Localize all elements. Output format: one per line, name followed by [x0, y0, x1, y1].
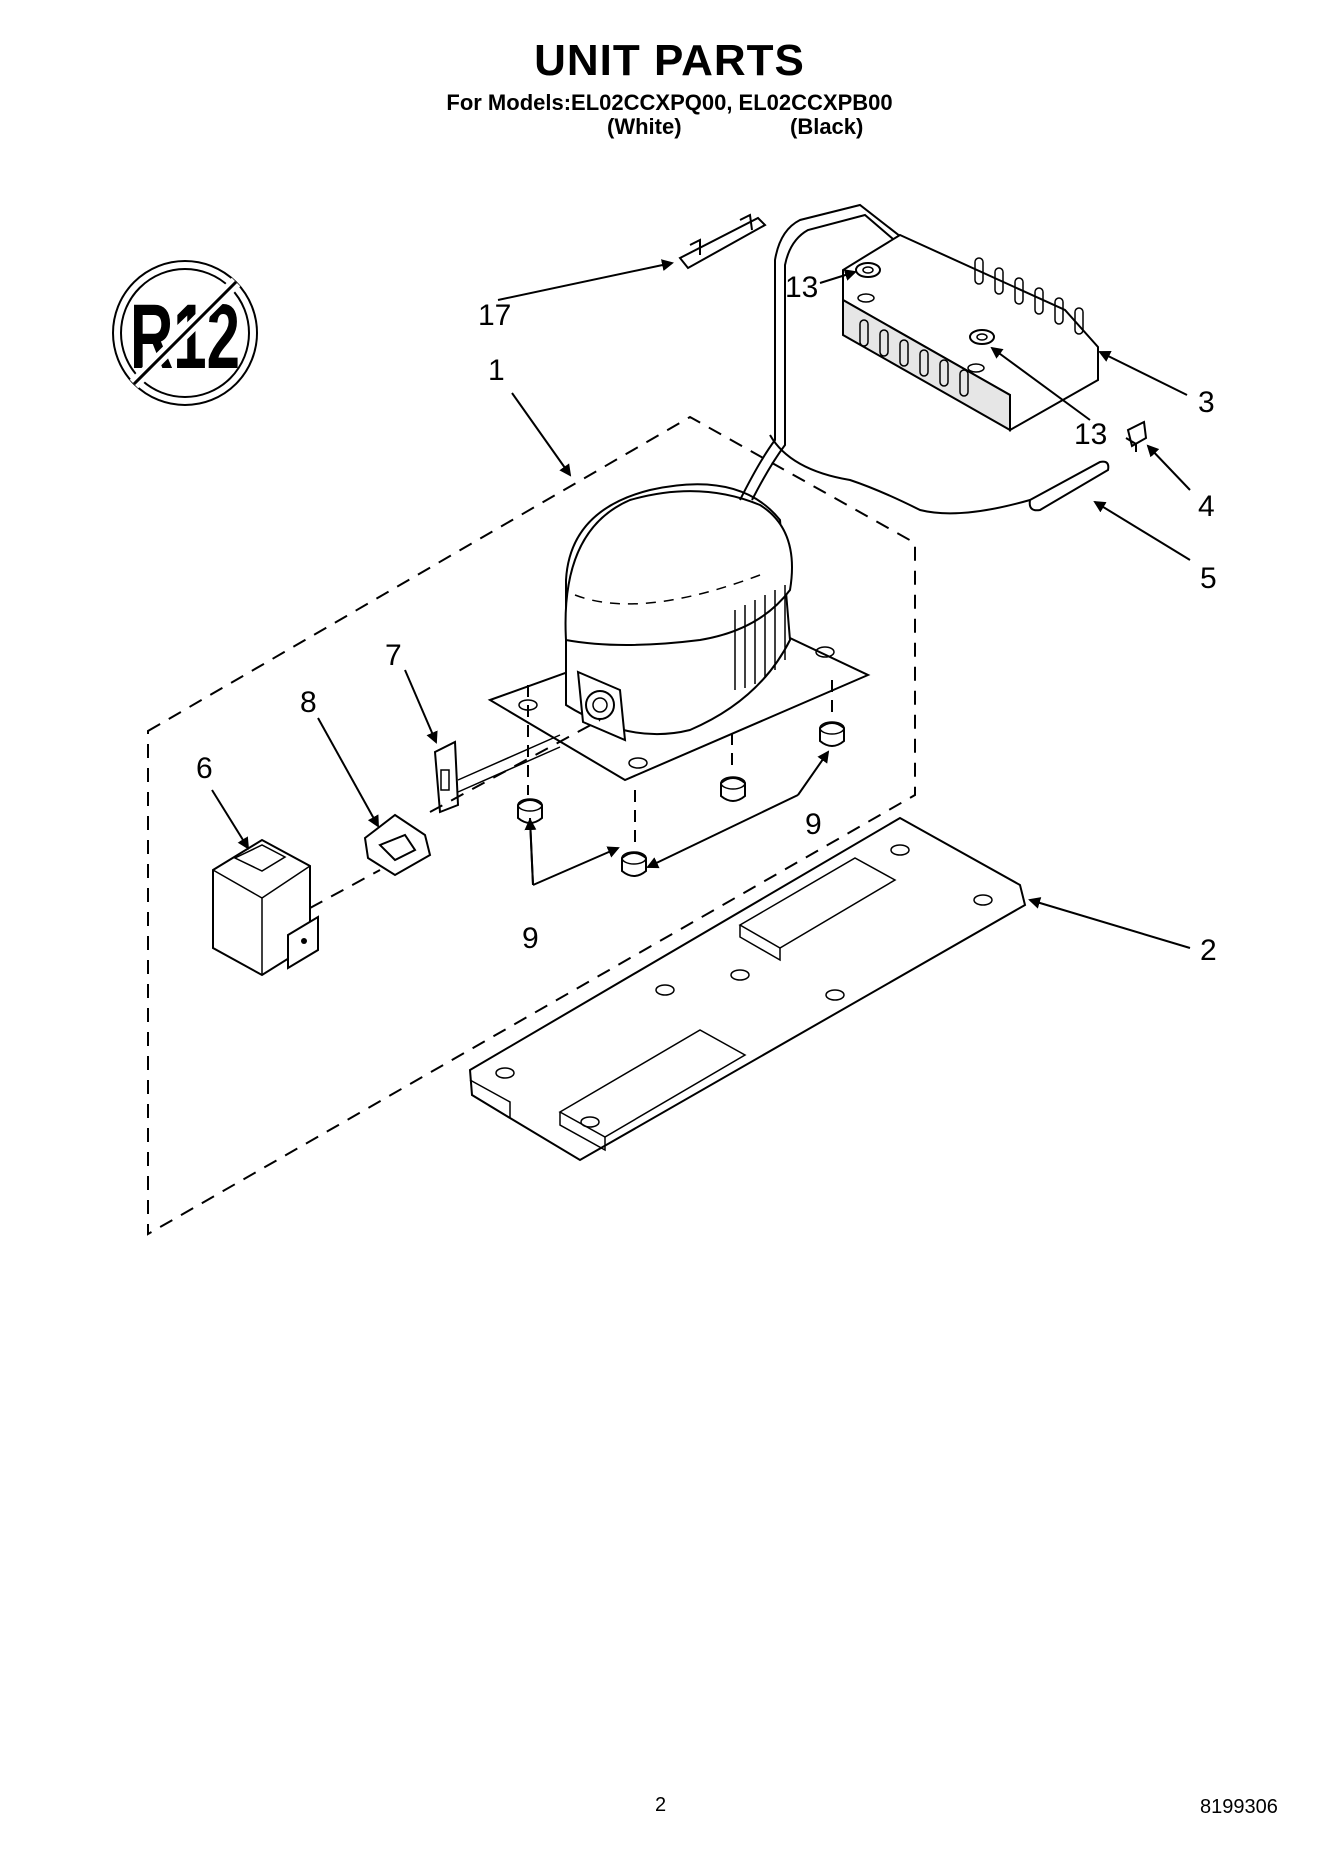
sensor-clip: [1125, 420, 1148, 452]
refrigerant-tubing: [739, 203, 906, 501]
callout-1: 1: [488, 354, 505, 387]
callout-2: 2: [1200, 934, 1217, 967]
start-relay: [212, 838, 319, 977]
callout-6: 6: [196, 752, 213, 785]
washer: [969, 329, 995, 345]
page-number: 2: [655, 1794, 667, 1816]
compressor: [564, 483, 793, 742]
callout-9-right: 9: [805, 808, 822, 841]
document-number: 8199306: [1200, 1796, 1278, 1818]
callout-8: 8: [300, 686, 317, 719]
callout-5: 5: [1200, 562, 1217, 595]
callout-17: 17: [478, 299, 511, 332]
callout-13-bottom: 13: [1074, 418, 1107, 451]
sensor-bulb: [1028, 460, 1110, 512]
base-plate: [468, 816, 1027, 1162]
no-r12-refrigerant-icon: R12: [112, 260, 258, 406]
callout-3: 3: [1198, 386, 1215, 419]
callout-4: 4: [1198, 490, 1215, 523]
overload-protector: [363, 813, 432, 877]
tubing-clip: [678, 213, 767, 270]
callout-leaders: [211, 259, 1191, 949]
callout-7: 7: [385, 639, 402, 672]
overload-connector: [433, 734, 561, 814]
callout-9-left: 9: [522, 922, 539, 955]
variant-black: (Black): [790, 114, 864, 139]
variant-white: (White): [607, 114, 682, 139]
washer: [855, 262, 881, 278]
page-title: UNIT PARTS: [534, 36, 805, 85]
callout-13-top: 13: [785, 271, 818, 304]
models-line: For Models:EL02CCXPQ00, EL02CCXPB00: [446, 90, 893, 115]
condenser-heat-exchanger: [842, 233, 1099, 432]
compressor-assembly-boundary: [147, 415, 916, 1236]
